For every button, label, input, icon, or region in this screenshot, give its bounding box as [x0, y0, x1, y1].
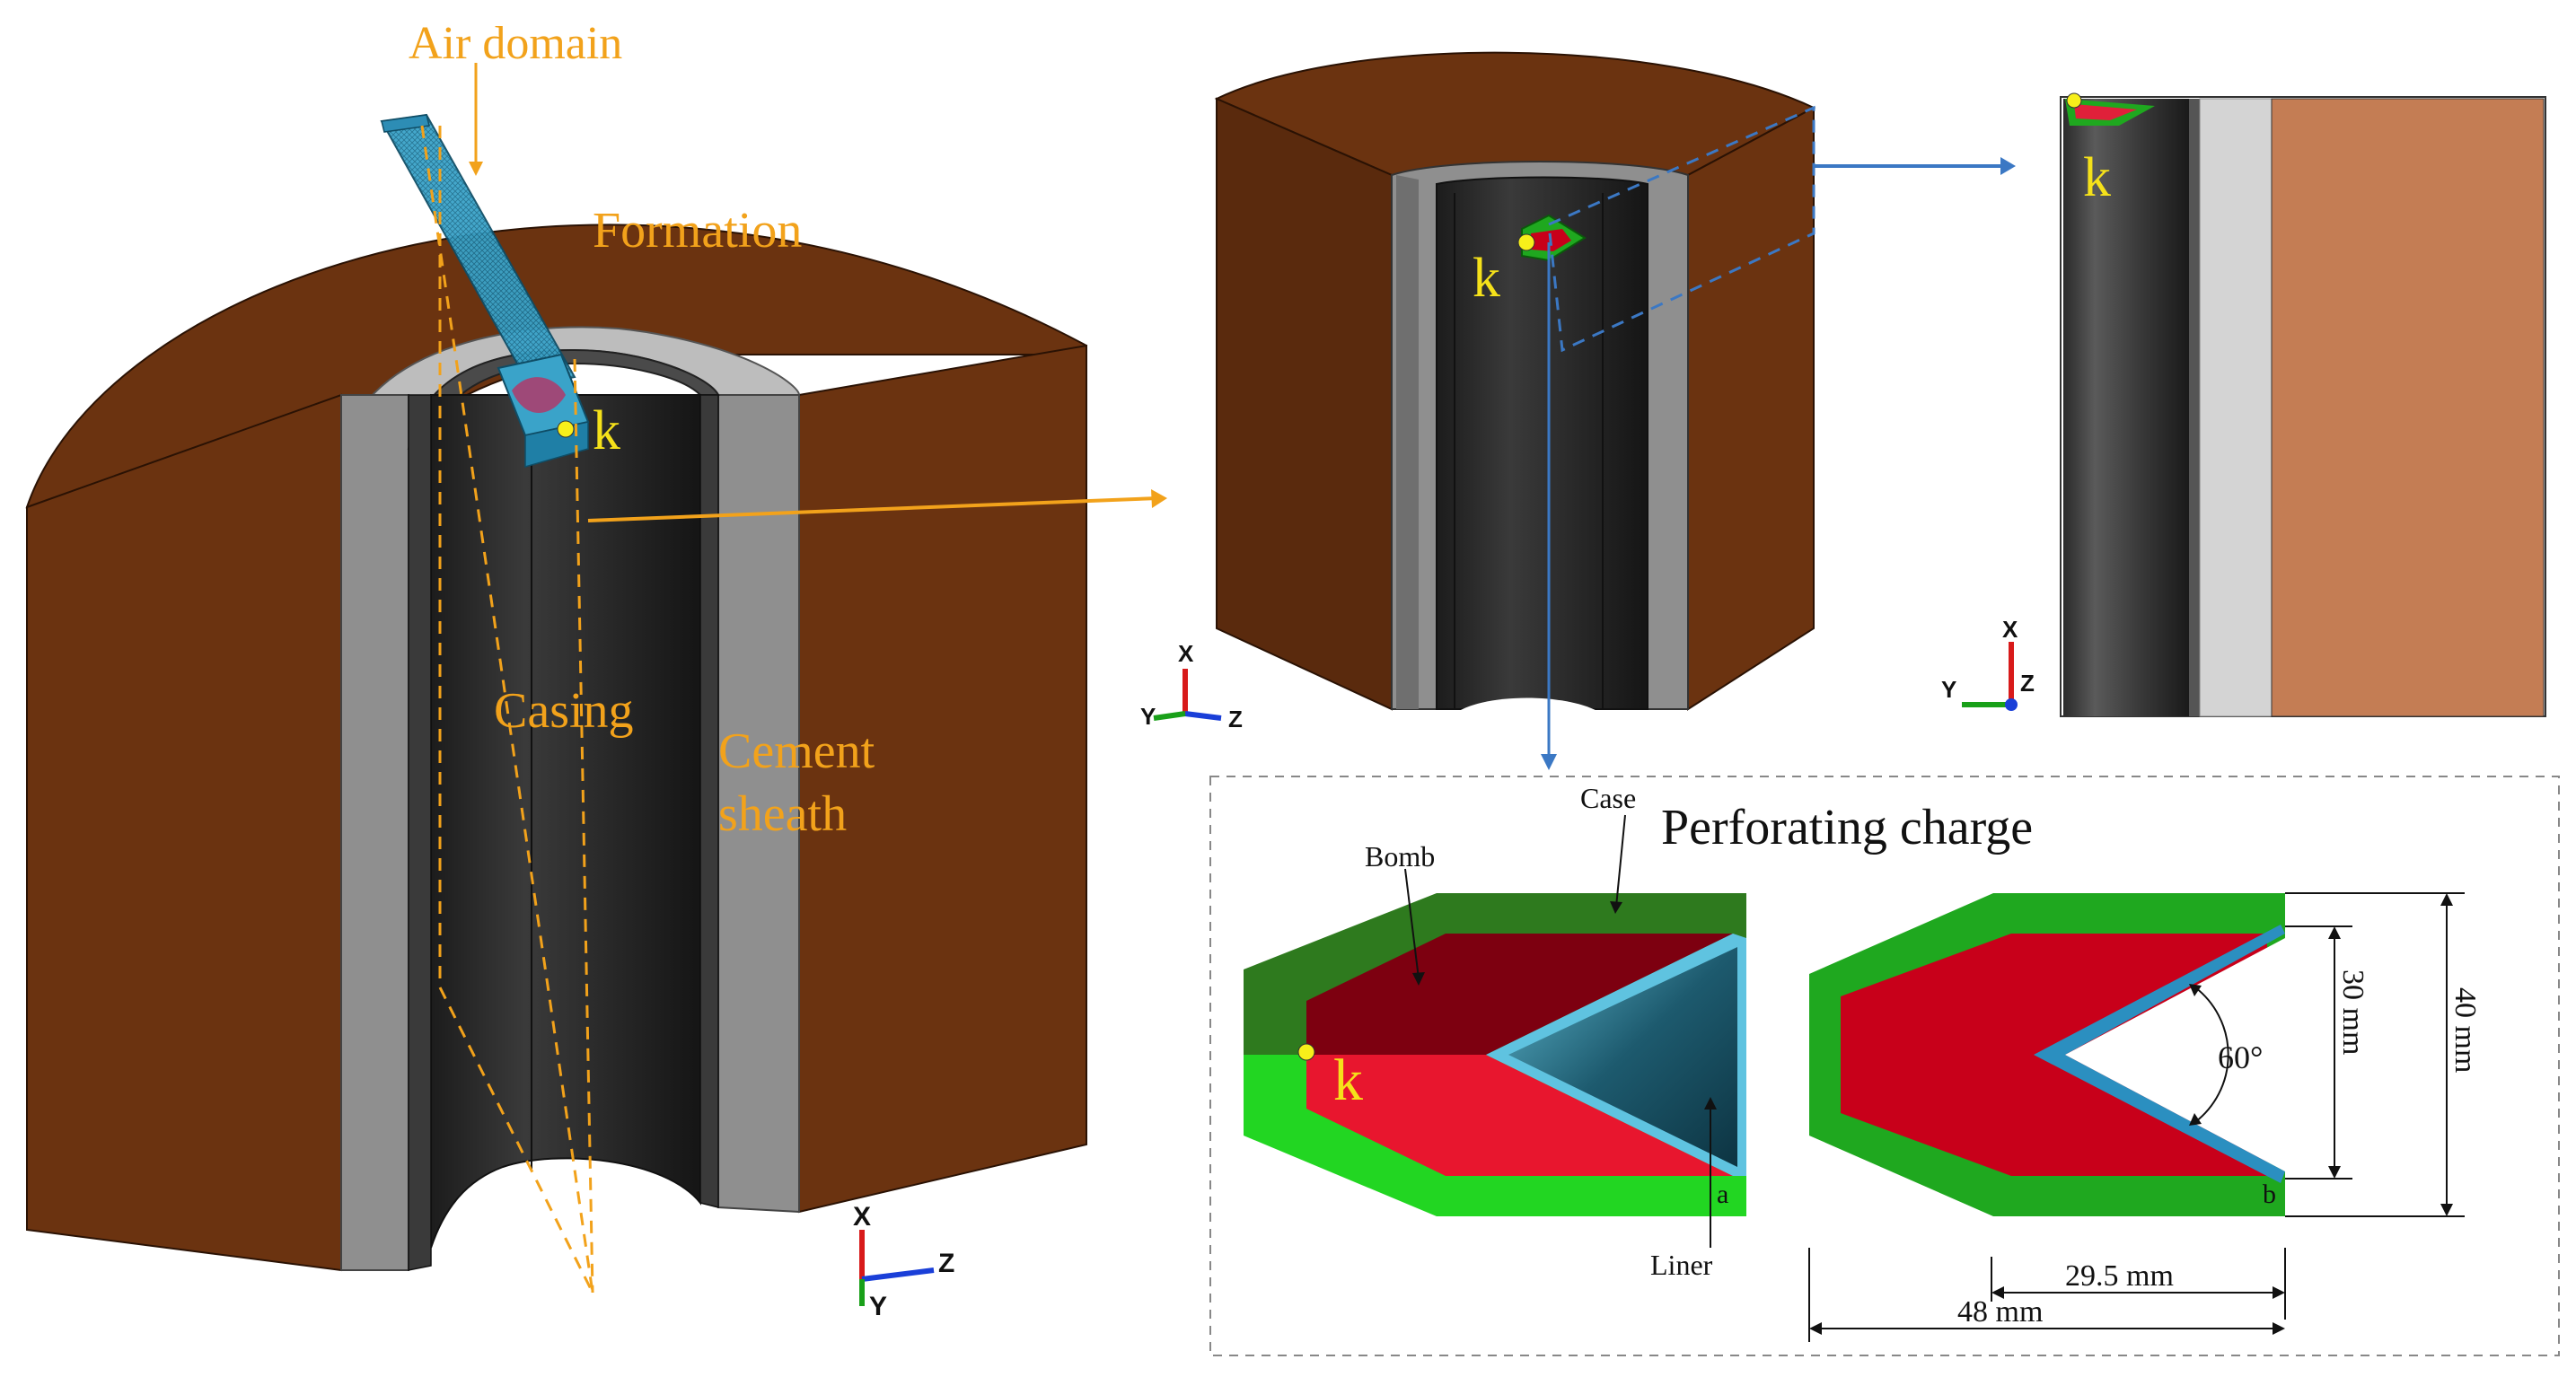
- cement-label-line1: Cement: [718, 724, 875, 779]
- dim-29-arrow-left: [1991, 1286, 2004, 1299]
- mid-formation-right: [1687, 106, 1815, 711]
- axis-z-label-right: Z: [2020, 670, 2035, 697]
- formation-left-face: [26, 393, 342, 1272]
- mid-bore: [1450, 697, 1607, 723]
- casing-left-wall: [408, 394, 432, 1271]
- case-label: Case: [1580, 782, 1636, 814]
- axis-triad-middle: X Z Y: [1140, 640, 1243, 732]
- panel-title: Perforating charge: [1661, 800, 2033, 855]
- liner-leader-head: [1704, 1097, 1717, 1109]
- right-casing: [2063, 99, 2189, 716]
- axis-y-label: Y: [869, 1292, 887, 1321]
- axis-y-label-mid: Y: [1140, 703, 1156, 730]
- dashed-guide-lines: [420, 125, 594, 1294]
- point-k-main: [557, 420, 575, 438]
- axis-triad-right: X Z Y: [1941, 616, 2035, 711]
- orange-arrow-to-middle: [587, 496, 1159, 522]
- dim-30-arrow-bottom: [2328, 1166, 2341, 1179]
- cement-label-line2: sheath: [718, 786, 847, 842]
- middle-view: k: [1214, 51, 2016, 770]
- case-leader: [1615, 814, 1626, 908]
- point-k-label-right: k: [2083, 147, 2111, 208]
- charge-a-liner: [1508, 947, 1737, 1167]
- air-domain-arrowhead: [469, 162, 483, 176]
- right-view: k: [2060, 92, 2546, 717]
- point-k-middle: [1517, 233, 1535, 251]
- axis-z-label: Z: [938, 1249, 954, 1278]
- dim-40-arrow-bottom: [2440, 1204, 2453, 1216]
- charge-a: k a Bomb Case Liner: [1244, 782, 1746, 1281]
- angle-arrowhead-top: [2189, 984, 2202, 996]
- charge-b: 60° b 30 mm 40 mm 29.5 mm: [1808, 892, 2482, 1342]
- mid-casing: [1436, 176, 1648, 710]
- mid-selection-box: [1547, 105, 1816, 353]
- case-leader-head: [1610, 901, 1622, 914]
- point-k-label-middle: k: [1473, 248, 1500, 309]
- point-k-label-charge: k: [1333, 1048, 1363, 1113]
- right-formation: [2271, 98, 2545, 717]
- dim-48-label: 48 mm: [1957, 1295, 2043, 1329]
- angle-arrowhead-bottom: [2189, 1113, 2202, 1126]
- right-charge-bomb: [2074, 104, 2137, 120]
- angle-label: 60°: [2218, 1039, 2263, 1075]
- axis-x-label-right: X: [2002, 616, 2018, 643]
- formation-label: Formation: [593, 203, 802, 259]
- axis-x-label-mid: X: [1178, 640, 1194, 667]
- cement-left-wall: [340, 394, 409, 1271]
- charge-a-bomb-bottom: [1306, 1055, 1733, 1176]
- point-k-label-main: k: [593, 400, 620, 461]
- bore-opening: [431, 1167, 700, 1270]
- axis-z-label-mid: Z: [1228, 706, 1243, 732]
- mid-cement-shade: [1396, 175, 1419, 709]
- axis-x-label: X: [853, 1202, 871, 1232]
- mid-formation-left: [1216, 97, 1393, 711]
- charge-shape: [512, 377, 566, 413]
- blue-arrowhead-down: [1541, 754, 1557, 770]
- casing-right-wall: [699, 394, 719, 1208]
- main-model: k Air domain Formation Casing Cement she…: [25, 18, 1167, 1294]
- dim-29-label: 29.5 mm: [2065, 1259, 2174, 1293]
- panel-b-label: b: [2263, 1180, 2276, 1209]
- liner-label: Liner: [1650, 1249, 1713, 1281]
- right-cement: [2199, 98, 2273, 717]
- air-domain-label: Air domain: [409, 18, 622, 69]
- dim-30-label: 30 mm: [2336, 969, 2369, 1055]
- bomb-leader-head: [1412, 972, 1425, 986]
- point-k-right: [2066, 92, 2082, 109]
- blue-arrowhead-right: [2000, 157, 2016, 175]
- casing-interior: [430, 394, 701, 1249]
- angle-arc: [2194, 987, 2229, 1123]
- panel-frame: [1209, 776, 2560, 1356]
- right-casing-edge: [2189, 99, 2200, 716]
- mid-formation-top: [1214, 51, 1816, 176]
- perforating-charge-panel: Perforating charge k a Bomb Case Liner: [1209, 776, 2560, 1356]
- orange-arrowhead: [1151, 489, 1167, 508]
- bomb-label: Bomb: [1365, 840, 1435, 873]
- bomb-leader: [1404, 868, 1420, 979]
- dim-29-arrow-right: [2273, 1286, 2285, 1299]
- dim-40-label: 40 mm: [2449, 987, 2482, 1073]
- dim-40-arrow-top: [2440, 893, 2453, 906]
- dim-48-arrow-right: [2273, 1322, 2285, 1335]
- air-domain-top: [381, 114, 430, 133]
- axis-y-label-right: Y: [1941, 676, 1956, 703]
- panel-a-label: a: [1717, 1180, 1728, 1209]
- point-k-charge: [1297, 1043, 1315, 1061]
- charge-b-cavity: [2065, 938, 2285, 1171]
- dim-48-arrow-left: [1809, 1322, 1822, 1335]
- charge-a-bomb-top: [1306, 934, 1733, 1055]
- axis-triad-main: X Z Y: [853, 1202, 954, 1321]
- casing-label: Casing: [494, 683, 634, 739]
- dim-30-arrow-top: [2328, 926, 2341, 939]
